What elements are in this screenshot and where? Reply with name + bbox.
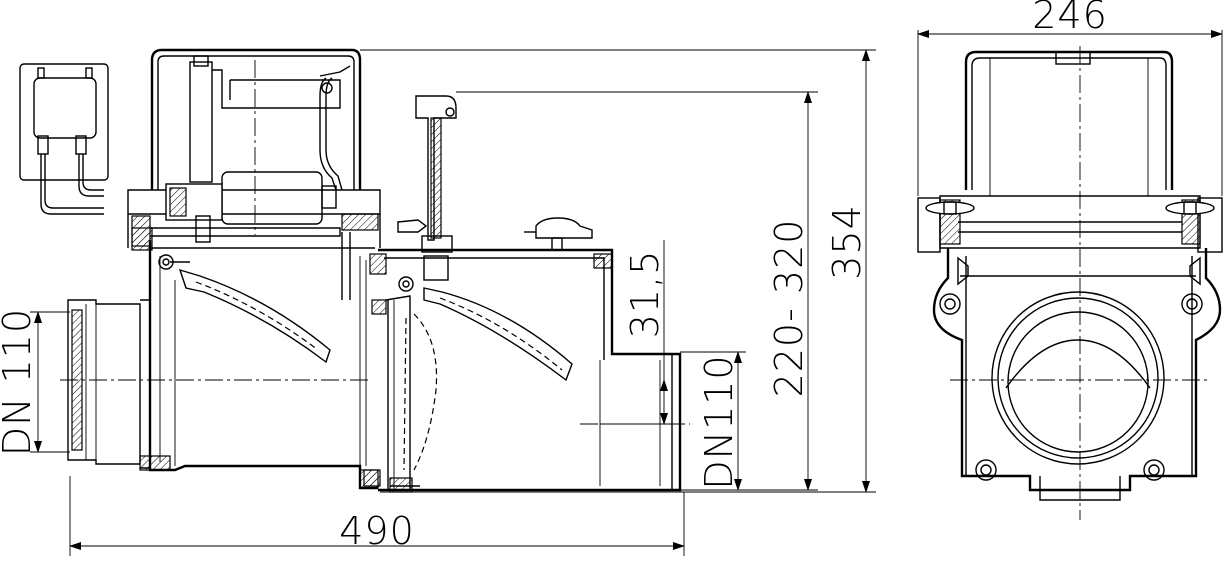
inlet-dn-label: DN 110 — [0, 308, 39, 456]
control-box-icon — [19, 63, 109, 215]
manual-lever[interactable] — [397, 95, 457, 281]
side-view — [60, 48, 690, 493]
outlet-dn-label: DN110 — [697, 354, 741, 489]
total-height-label: 354 — [825, 204, 869, 280]
front-view — [917, 46, 1223, 520]
dimension-lines — [30, 49, 876, 556]
flap-icon — [398, 276, 573, 471]
side-width-label: 246 — [1032, 0, 1108, 37]
handwheel-icon[interactable] — [524, 217, 593, 251]
offset-label: 31,5 — [623, 250, 667, 339]
motor-icon — [165, 55, 351, 243]
total-length-label: 490 — [339, 509, 415, 553]
flap-icon — [158, 254, 331, 364]
valve-body — [131, 227, 379, 490]
inlet-socket — [67, 299, 171, 471]
width-dimension — [917, 30, 1223, 196]
height-range-label: 220- 320 — [767, 219, 811, 398]
motor-housing — [127, 48, 381, 248]
